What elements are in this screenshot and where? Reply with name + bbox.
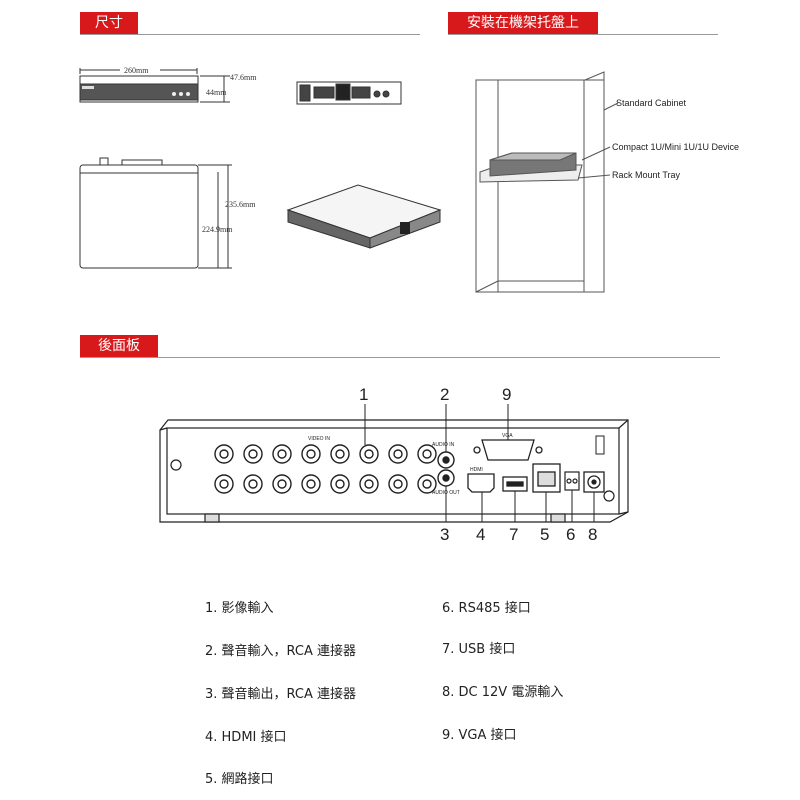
audio-rca-connectors: [437, 451, 455, 487]
section-divider-dimensions: [80, 34, 420, 35]
legend-item-7: 7. USB 接口: [442, 642, 516, 657]
silk-hdmi: HDMI: [470, 467, 483, 473]
callout-7: 7: [509, 525, 518, 544]
callout-4: 4: [476, 525, 485, 544]
rs485-port: [564, 471, 580, 491]
section-tag-rear-panel: 後面板: [80, 335, 158, 357]
rear-label-plate: [595, 435, 605, 455]
ethernet-port: [532, 463, 561, 493]
section-tag-rack-install: 安裝在機架托盤上: [448, 12, 598, 34]
callout-3: 3: [440, 525, 449, 544]
top-view-drawing: [79, 157, 232, 269]
dim-depth-outer-label: 235.6mm: [225, 200, 256, 209]
legend-item-1: 1. 影像輸入: [205, 601, 274, 616]
perspective-view-drawing: [286, 184, 442, 249]
silk-audio-in: AUDIO IN: [432, 442, 455, 448]
rack-cabinet-drawing: [475, 71, 619, 293]
dc-power-port: [583, 471, 605, 493]
rack-label-cabinet: Standard Cabinet: [616, 98, 687, 108]
rack-label-tray: Rack Mount Tray: [612, 170, 681, 180]
vga-port: [473, 439, 543, 461]
front-view-drawing: [79, 68, 230, 103]
callout-8: 8: [588, 525, 597, 544]
dim-width-label: 260mm: [124, 66, 149, 75]
video-in-bnc-connectors: [214, 444, 437, 494]
callout-6: 6: [566, 525, 575, 544]
legend-item-6: 6. RS485 接口: [442, 601, 531, 616]
callout-1: 1: [359, 385, 368, 404]
callout-9: 9: [502, 385, 511, 404]
legend-item-4: 4. HDMI 接口: [205, 730, 287, 745]
legend-item-5: 5. 網路接口: [205, 772, 274, 787]
dim-depth-inner-label: 224.9mm: [202, 225, 233, 234]
legend-item-2: 2. 聲音輸入，RCA 連接器: [205, 644, 357, 659]
callout-5: 5: [540, 525, 549, 544]
hdmi-port: [467, 473, 495, 493]
section-divider-rack-install: [448, 34, 718, 35]
dim-height-inner-label: 44mm: [206, 88, 227, 97]
section-tag-dimensions: 尺寸: [80, 12, 138, 34]
usb-port: [502, 476, 528, 492]
legend-item-9: 9. VGA 接口: [442, 728, 517, 743]
dim-height-label: 47.6mm: [230, 73, 257, 82]
legend-item-8: 8. DC 12V 電源輸入: [442, 685, 564, 700]
silk-video-in: VIDEO IN: [308, 436, 330, 442]
back-view-small-drawing: [296, 81, 402, 105]
rack-label-device: Compact 1U/Mini 1U/1U Device: [612, 142, 739, 152]
section-divider-rear-panel: [80, 357, 720, 358]
legend-item-3: 3. 聲音輸出，RCA 連接器: [205, 687, 357, 702]
callout-2: 2: [440, 385, 449, 404]
callout-lines: [364, 404, 595, 522]
